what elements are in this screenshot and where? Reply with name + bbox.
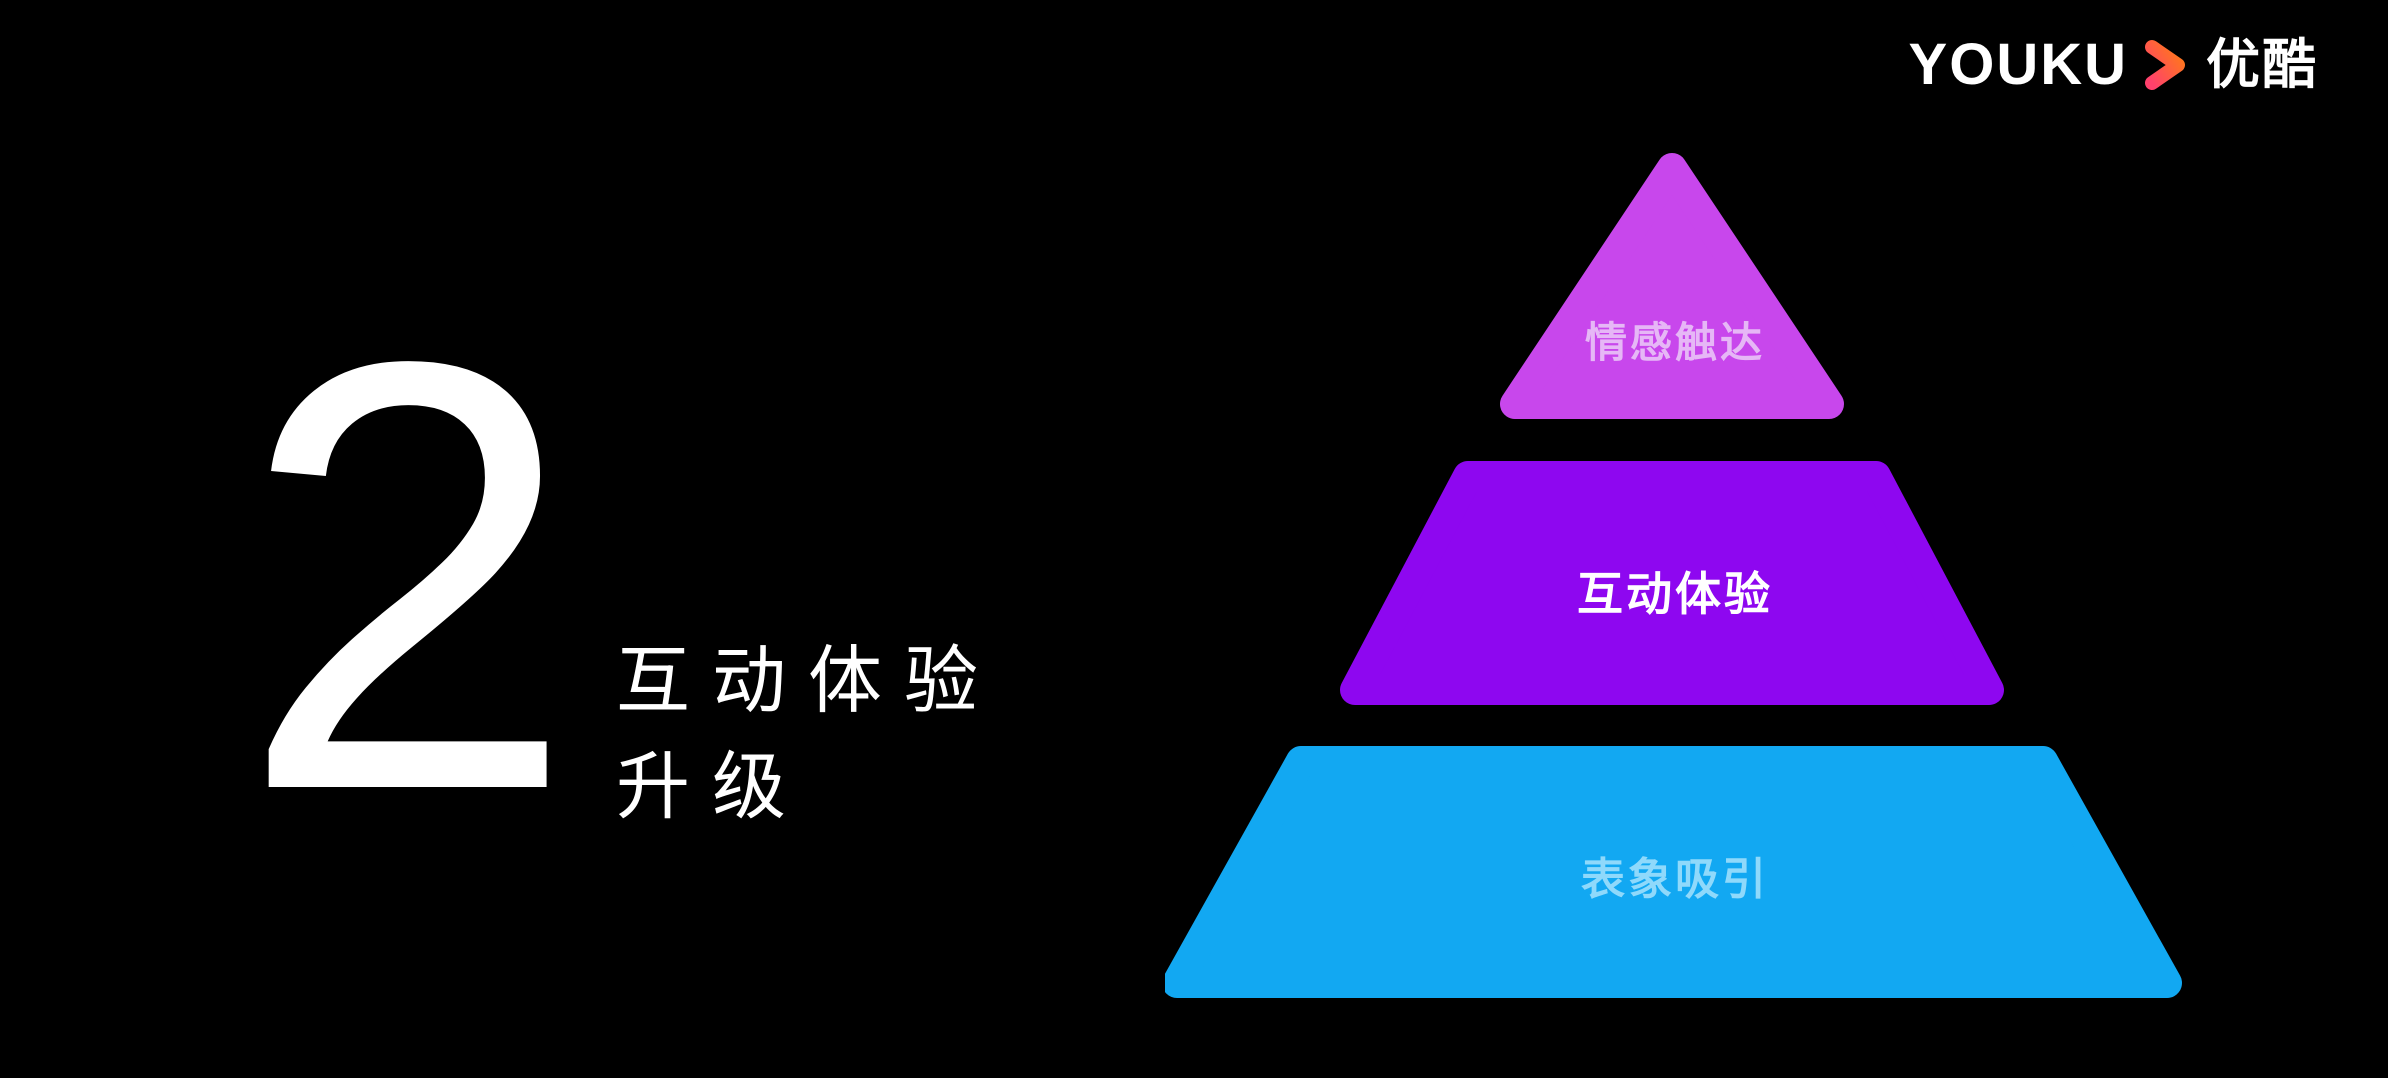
pyramid-label-top: 情感触达 xyxy=(1584,319,1765,366)
pyramid-label-middle: 互动体验 xyxy=(1577,568,1773,620)
pyramid-label-bottom: 表象吸引 xyxy=(1581,855,1769,904)
pyramid-tier-top-shape xyxy=(1500,153,1844,419)
youku-wordmark: YOUKU xyxy=(1908,32,2128,97)
section-number: 2 xyxy=(238,236,578,917)
section-title: 互动体验 升级 xyxy=(616,628,1000,840)
pyramid-tier-middle-shape xyxy=(1340,461,2004,705)
pyramid-tier-bottom-shape xyxy=(1165,746,2182,998)
section-title-line-2: 升级 xyxy=(616,745,808,828)
pyramid-shapes xyxy=(1165,153,2182,998)
youku-cn-label: 优酷 xyxy=(2206,35,2318,95)
youku-play-arrow-icon xyxy=(2145,40,2185,90)
pyramid-diagram: 情感触达 互动体验 表象吸引 xyxy=(1165,152,2185,1002)
section-title-line-1: 互动体验 xyxy=(616,639,1000,722)
youku-logo: YOUKU 优酷 xyxy=(1909,36,2318,94)
